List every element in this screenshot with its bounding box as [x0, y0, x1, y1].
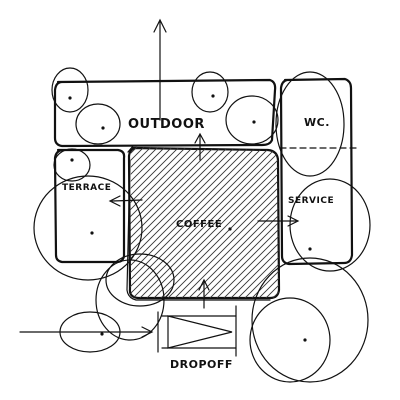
bubble-outdoor-right-2: [225, 95, 279, 145]
hatch-line: [209, 147, 279, 298]
bubble-circles: [33, 67, 371, 383]
hatch-line: [280, 145, 400, 305]
label-outdoor: OUTDOOR: [128, 117, 205, 132]
hatch-line: [287, 145, 400, 305]
hatch-line: [153, 147, 279, 298]
hatch-line: [129, 147, 279, 298]
hatch-line: [129, 147, 266, 298]
label-wc: WC.: [304, 116, 330, 129]
bubble-entry-2: [95, 259, 165, 341]
hatch-line: [129, 147, 133, 298]
hatch-line: [167, 147, 279, 298]
hatch-line: [216, 147, 279, 298]
hatch-line: [132, 147, 279, 298]
hatch-line: [129, 147, 189, 298]
label-service: SERVICE: [288, 196, 334, 206]
hatch-line: [129, 147, 245, 298]
hatch-line: [188, 147, 279, 298]
bubble-center-dots: [68, 94, 312, 342]
hatch-line: [129, 147, 217, 298]
label-dropoff: DROPOFF: [170, 358, 233, 371]
hatch-line: [129, 147, 210, 298]
coffee-zone-outline-2: [126, 145, 271, 301]
bubble-entry: [59, 311, 121, 353]
hatch-line: [322, 145, 400, 305]
hatch-line: [294, 145, 400, 305]
hatch-line: [129, 147, 140, 298]
hatch-line: [129, 147, 238, 298]
hatch-line: [129, 147, 168, 298]
hatch-line: [129, 147, 259, 298]
bubble-dropoff-large: [251, 257, 369, 383]
wc-service-zone: [279, 77, 354, 266]
hatch-line: [251, 147, 279, 298]
arrow-to-terrace: [108, 195, 143, 207]
hatch-line: [265, 147, 279, 298]
terrace-zone: [53, 148, 126, 264]
bubble-outdoor-left: [51, 67, 89, 113]
bubble-dropoff-right: [249, 297, 331, 383]
arrow-from-dropoff: [198, 278, 210, 309]
dropoff-symbol: [157, 305, 237, 357]
hatch-line: [223, 147, 279, 298]
entry-arrow: [19, 326, 154, 338]
hatch-line: [129, 147, 231, 298]
hatch-line: [237, 147, 279, 298]
coffee-hatch: [129, 145, 400, 305]
hatch-line: [244, 147, 279, 298]
hatch-line: [230, 147, 279, 298]
bubble-wc: [275, 71, 345, 177]
hatch-line: [308, 145, 400, 305]
arrow-to-outdoor: [194, 132, 206, 161]
hatch-line: [129, 147, 252, 298]
bubble-service: [289, 178, 371, 272]
hatch-line: [129, 147, 196, 298]
hatch-line: [129, 147, 279, 298]
outdoor-zone: [53, 78, 277, 148]
bubble-outdoor-left-2: [75, 103, 121, 145]
north-arrow: [153, 18, 167, 121]
label-coffee: COFFEE: [176, 219, 222, 230]
hatch-line: [174, 147, 279, 298]
hatch-line: [160, 147, 279, 298]
hatch-line: [129, 147, 175, 298]
hatch-line: [139, 147, 279, 298]
hatch-line: [195, 147, 279, 298]
hatch-line: [258, 147, 279, 298]
hatch-line: [129, 147, 224, 298]
hatch-line: [181, 147, 279, 298]
label-terrace: TERRACE: [62, 183, 111, 193]
bubble-outdoor-right: [191, 71, 229, 113]
hatch-line: [202, 147, 279, 298]
hatch-line: [129, 147, 203, 298]
bubble-terrace-top: [53, 148, 91, 182]
bubble-coffee-corner: [105, 253, 175, 307]
hatch-line: [129, 147, 161, 298]
hatch-line: [129, 147, 182, 298]
hatch-line: [129, 147, 273, 298]
bubble-terrace: [33, 175, 143, 281]
